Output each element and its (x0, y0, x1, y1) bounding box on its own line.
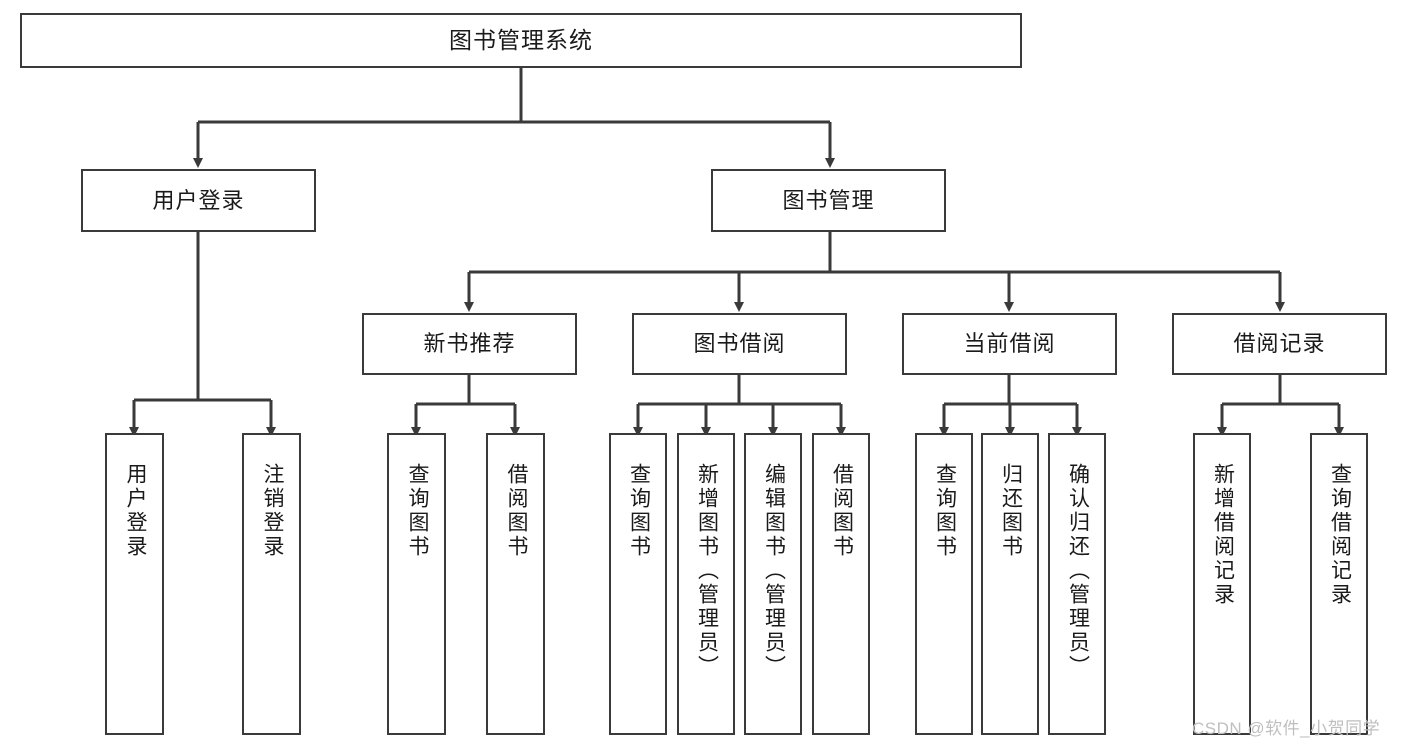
leaf-add-book-admin[interactable]: 新增图书（管理员） (677, 433, 735, 735)
node-label: 借阅图书 (504, 463, 528, 559)
node-label: 用户登录 (152, 187, 245, 213)
node-label: 新增图书（管理员） (695, 463, 719, 679)
csdn-watermark: CSDN @软件_小贺同学 (1192, 719, 1381, 738)
node-label: 归还图书 (999, 463, 1023, 559)
node-label: 注销登录 (260, 463, 284, 559)
leaf-borrow-book[interactable]: 借阅图书 (812, 433, 870, 735)
leaf-query-book-recommend[interactable]: 查询图书 (387, 433, 446, 735)
node-book-management[interactable]: 图书管理 (711, 169, 946, 232)
node-label: 新书推荐 (423, 331, 516, 356)
node-user-login[interactable]: 用户登录 (81, 169, 316, 232)
node-root-system[interactable]: 图书管理系统 (20, 13, 1022, 68)
node-book-borrow[interactable]: 图书借阅 (632, 313, 847, 375)
node-label: 借阅图书 (830, 463, 854, 559)
node-label: 图书管理 (782, 187, 875, 213)
leaf-user-login[interactable]: 用户登录 (105, 433, 164, 735)
node-borrow-record[interactable]: 借阅记录 (1172, 313, 1387, 375)
leaf-edit-book-admin[interactable]: 编辑图书（管理员） (744, 433, 802, 735)
node-label: 新增借阅记录 (1211, 463, 1235, 607)
leaf-query-borrow-record[interactable]: 查询借阅记录 (1310, 433, 1368, 735)
node-new-book-recommend[interactable]: 新书推荐 (362, 313, 577, 375)
node-label: 当前借阅 (963, 331, 1056, 356)
leaf-query-book-borrow[interactable]: 查询图书 (609, 433, 667, 735)
leaf-add-borrow-record[interactable]: 新增借阅记录 (1193, 433, 1251, 735)
leaf-confirm-return-admin[interactable]: 确认归还（管理员） (1048, 433, 1106, 735)
node-label: 图书借阅 (693, 331, 786, 356)
leaf-return-book[interactable]: 归还图书 (981, 433, 1039, 735)
leaf-query-book-current[interactable]: 查询图书 (915, 433, 973, 735)
node-label: 查询图书 (627, 463, 651, 559)
leaf-logout[interactable]: 注销登录 (242, 433, 301, 735)
node-label: 查询借阅记录 (1328, 463, 1352, 607)
node-label: 查询图书 (933, 463, 957, 559)
node-label: 编辑图书（管理员） (762, 463, 786, 679)
node-label: 借阅记录 (1233, 331, 1326, 356)
node-label: 查询图书 (405, 463, 429, 559)
node-label: 确认归还（管理员） (1066, 463, 1090, 679)
leaf-borrow-book-recommend[interactable]: 借阅图书 (486, 433, 545, 735)
node-label: 图书管理系统 (449, 27, 593, 53)
node-current-borrow[interactable]: 当前借阅 (902, 313, 1117, 375)
node-label: 用户登录 (123, 463, 147, 559)
